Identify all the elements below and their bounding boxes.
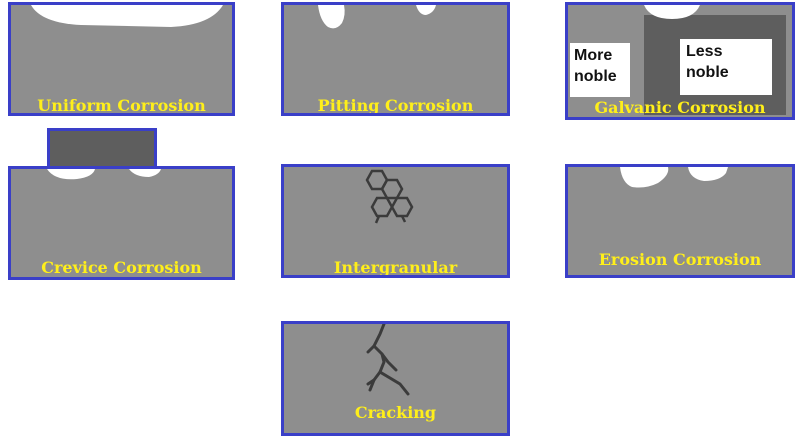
erosion-corrosion-illustration [620, 167, 728, 188]
more-noble-line-1: More [574, 47, 613, 64]
galvanic-corrosion-panel: More noble Less noble Galvanic Corrosion [565, 2, 795, 120]
more-noble-line-2: noble [574, 68, 617, 85]
crevice-overlap-block [47, 128, 157, 172]
crevice-corrosion-illustration [47, 169, 161, 180]
panel-label: Uniform Corrosion [37, 96, 206, 115]
uniform-corrosion-illustration [31, 5, 223, 27]
panel-label: Intergranular [333, 258, 458, 277]
panel-label: Galvanic Corrosion [594, 98, 766, 117]
uniform-corrosion-panel: Uniform Corrosion [8, 2, 235, 116]
more-noble-label: More noble [570, 43, 630, 97]
pitting-corrosion-illustration [318, 5, 436, 29]
pitting-corrosion-panel: Pitting Corrosion [281, 2, 510, 116]
less-noble-line-2: noble [686, 64, 729, 81]
crevice-corrosion-panel: Crevice Corrosion [8, 166, 235, 280]
panel-label: Erosion Corrosion [598, 250, 762, 269]
less-noble-label: Less noble [680, 39, 772, 95]
panel-label: Cracking [354, 403, 437, 422]
panel-label: Pitting Corrosion [317, 96, 474, 115]
intergranular-illustration [365, 169, 414, 224]
cracking-panel: Cracking [281, 321, 510, 436]
panel-label: Crevice Corrosion [41, 258, 202, 277]
cracking-illustration [366, 324, 410, 396]
less-noble-line-1: Less [686, 43, 723, 60]
intergranular-panel: Intergranular [281, 164, 510, 278]
erosion-corrosion-panel: Erosion Corrosion [565, 164, 795, 278]
